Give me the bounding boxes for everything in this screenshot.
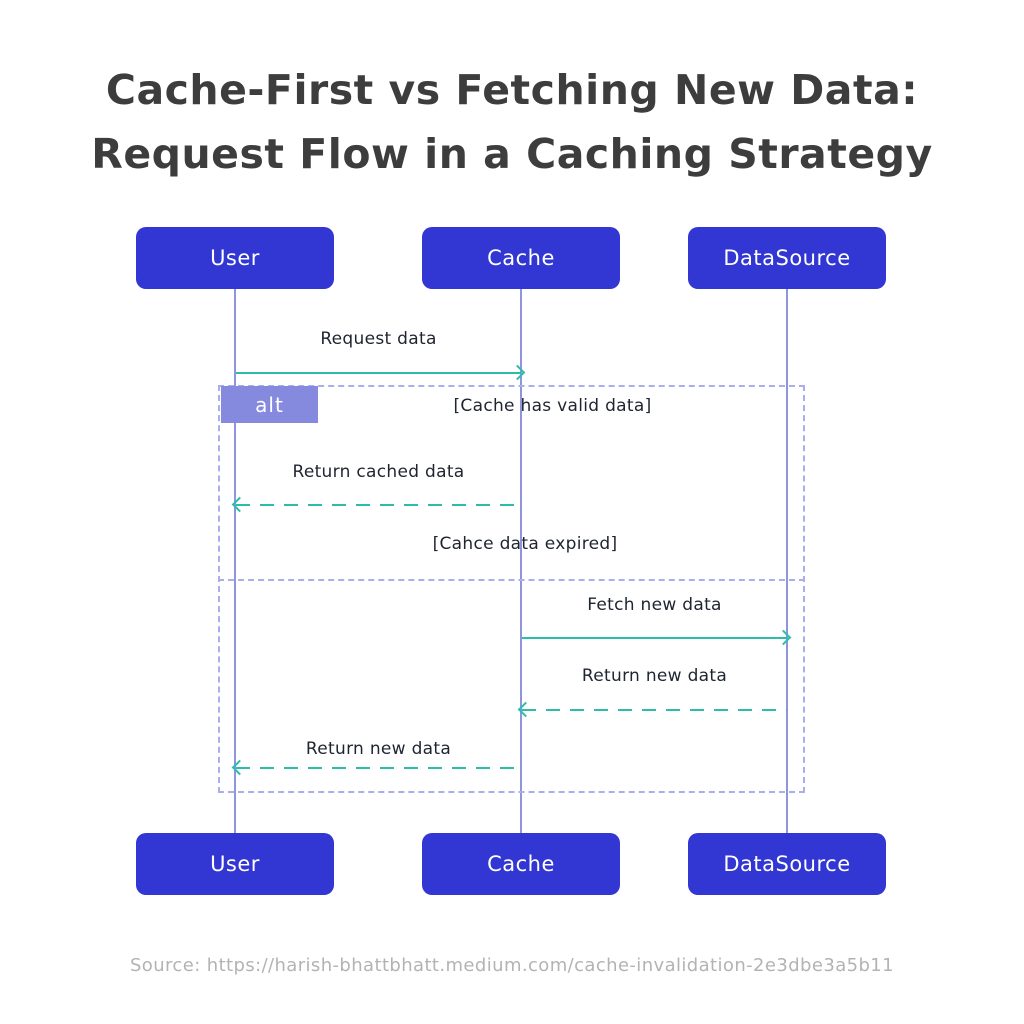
page-title-line-1: Cache-First vs Fetching New Data: (105, 66, 919, 114)
message-label-return-new-data-to-user: Return new data (305, 739, 452, 759)
actor-label-user: User (210, 246, 260, 270)
message-label-fetch-new-data: Fetch new data (587, 595, 722, 615)
alt-frame-divider (218, 579, 805, 581)
message-arrow-return-cached-data (231, 496, 521, 513)
actor-box-cache-top: Cache (422, 227, 620, 289)
alt-frame (218, 385, 805, 793)
guard-cache-has-valid-data: [Cache has valid data] (453, 396, 652, 416)
alt-frame-tab-label: alt (255, 392, 284, 417)
actor-box-user-bottom: User (136, 833, 334, 895)
alt-frame-tab: alt (221, 386, 318, 423)
page-title: Cache-First vs Fetching New Data: Reques… (0, 58, 1024, 186)
actor-label-cache: Cache (487, 246, 555, 270)
lifeline-user (234, 289, 236, 834)
guard-cache-data-expired: [Cahce data expired] (432, 534, 618, 554)
actor-box-user-top: User (136, 227, 334, 289)
actor-box-datasource-bottom: DataSource (688, 833, 886, 895)
lifeline-cache (520, 289, 522, 834)
message-label-return-new-data-to-cache: Return new data (581, 666, 728, 686)
actor-label-user: User (210, 852, 260, 876)
message-arrow-fetch-new-data (522, 629, 792, 646)
message-arrow-return-new-data-to-cache (517, 701, 787, 718)
actor-box-cache-bottom: Cache (422, 833, 620, 895)
message-label-request-data: Request data (320, 329, 437, 349)
actor-box-datasource-top: DataSource (688, 227, 886, 289)
source-attribution: Source: https://harish-bhattbhatt.medium… (129, 955, 895, 976)
actor-label-datasource: DataSource (723, 246, 851, 270)
actor-label-cache: Cache (487, 852, 555, 876)
lifeline-datasource (786, 289, 788, 834)
message-arrow-request-data (236, 364, 526, 381)
message-arrow-return-new-data-to-user (231, 759, 521, 776)
message-label-return-cached-data: Return cached data (292, 462, 465, 482)
page-title-line-2: Request Flow in a Caching Strategy (91, 130, 933, 178)
actor-label-datasource: DataSource (723, 852, 851, 876)
arrowhead-right-icon (509, 364, 526, 381)
